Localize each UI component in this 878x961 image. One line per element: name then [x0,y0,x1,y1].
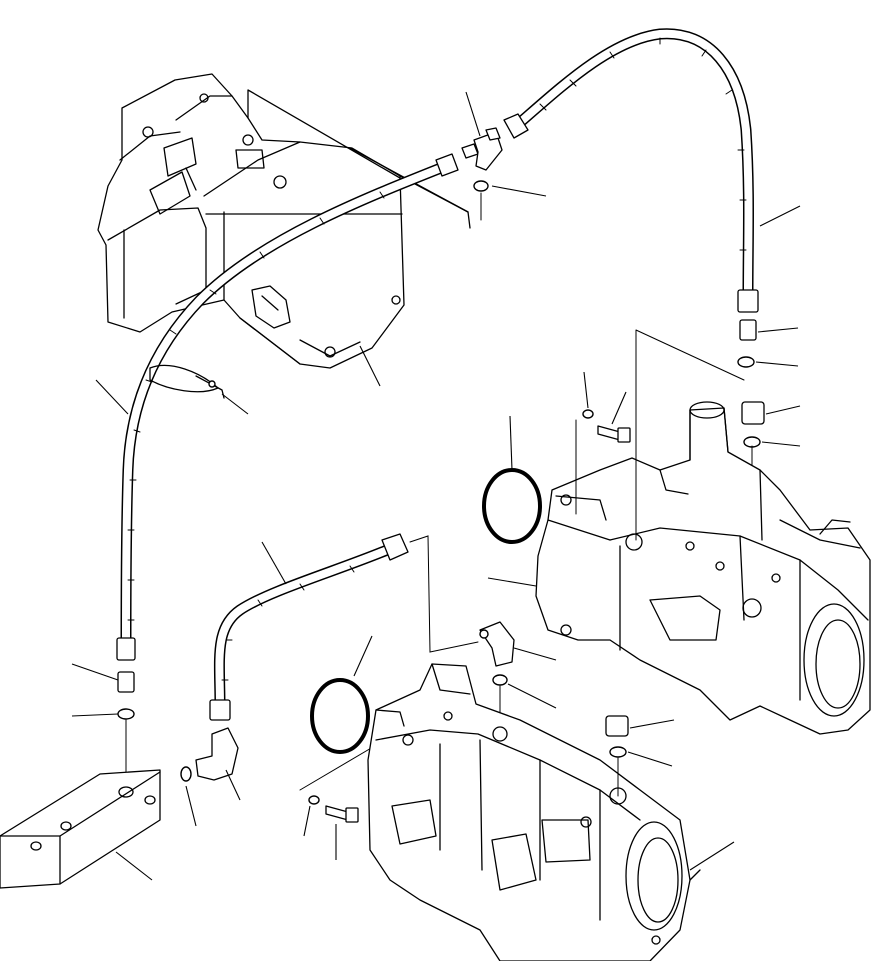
upper-left-pump-assembly [98,74,470,368]
bolt-washer-bottom [309,796,358,822]
leader-clamp [222,394,248,414]
leader-oring-left [186,786,196,826]
leader-left-adapter [72,664,118,680]
large-oring-bottom [312,680,368,752]
elbow-bottom-left [181,728,238,781]
leader-bottom-pump [690,842,734,870]
leader-right-pump [488,578,536,586]
manifold-block [0,770,160,888]
large-oring-right [484,470,540,542]
leader-left-oring [72,714,118,716]
leader-oring-middle [508,684,556,708]
leader-upper-pump [360,346,380,386]
leader-adapter-1 [758,328,798,332]
guide-line-bottom [300,744,378,790]
leader-oring-2 [762,442,800,446]
middle-hose [210,534,408,720]
leader-plug-1 [766,406,800,414]
guide-line-right [636,330,744,540]
leader-long-hose [96,380,128,414]
leader-bolt-right [612,392,626,424]
guide-line-middle [410,536,478,652]
plug-oring-bottom-right [606,716,628,796]
leader-elbow-left [226,770,240,800]
bottom-pump-assembly [368,664,700,961]
leader-arched-hose [760,206,800,226]
tee-fitting [462,128,502,220]
long-hose-left [117,154,458,660]
leader-large-oring-bottom [354,636,372,676]
leader-elbow-middle [514,648,556,660]
leader-plug-bottom [630,720,674,728]
leader-tee-oring [492,186,546,196]
left-adapter [118,672,134,776]
leader-oring-1 [756,362,798,366]
leader-oring-bottom [628,752,672,766]
leader-washer-right [584,372,588,408]
right-pump-assembly [536,402,870,734]
leader-tee [466,92,480,136]
leader-block [116,852,152,880]
leader-large-oring-right [510,416,512,470]
leader-washer-bottom [304,806,310,836]
leader-middle-hose [262,542,286,584]
elbow-upper-middle [480,622,514,726]
bolt-washer-right [583,410,630,442]
arched-hose-right [504,34,758,312]
